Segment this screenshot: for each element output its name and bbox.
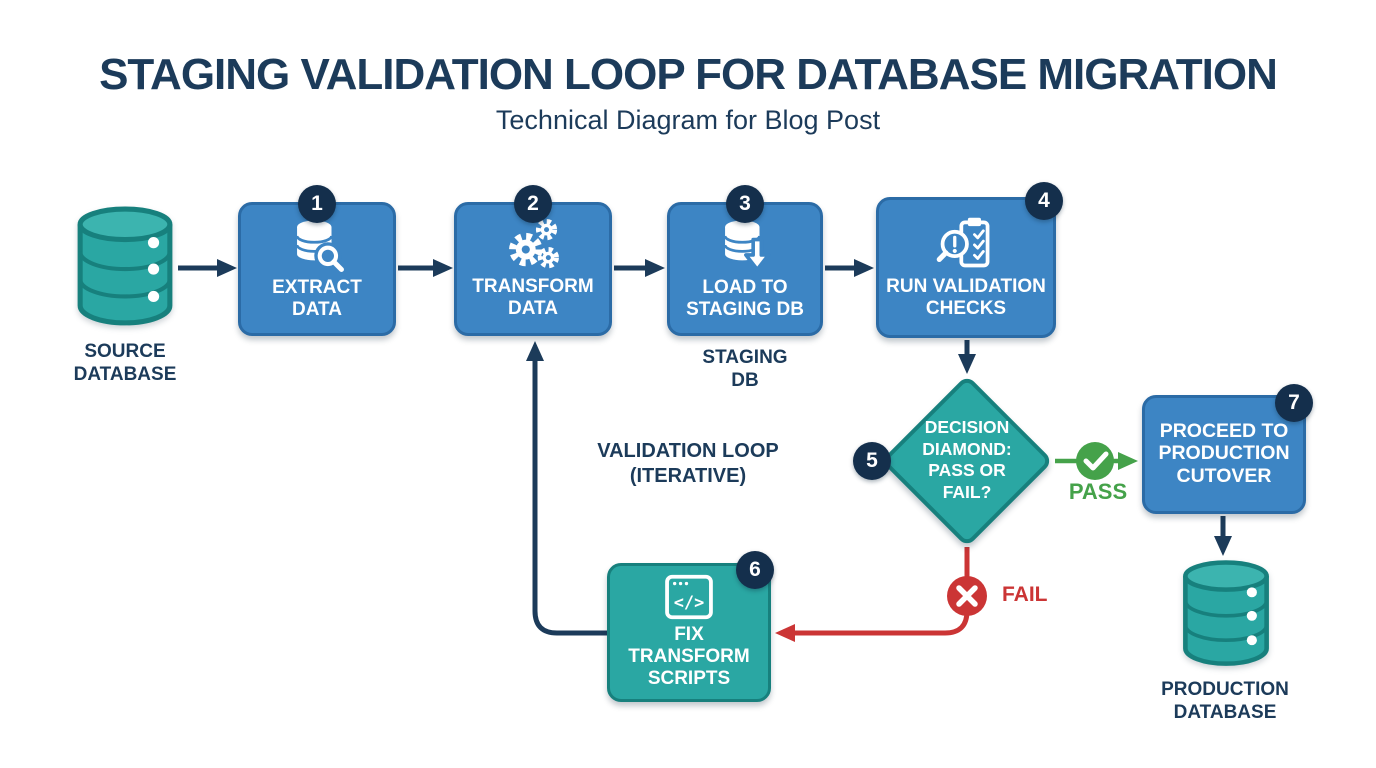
arrow-loop-fix-to-transform	[526, 341, 607, 636]
step-5-badge: 5	[853, 442, 891, 480]
step-3-badge: 3	[726, 185, 764, 223]
step-production-cutover: 7 PROCEED TO PRODUCTION CUTOVER	[1142, 384, 1313, 514]
code-glyph: </>	[674, 592, 704, 612]
page-title: STAGING VALIDATION LOOP FOR DATABASE MIG…	[99, 50, 1278, 99]
step-6-badge: 6	[736, 551, 774, 589]
arrow-fail-to-fix	[775, 547, 970, 642]
step-4-label: RUN VALIDATION CHECKS	[886, 276, 1046, 319]
step-2-label: TRANSFORM DATA	[472, 275, 594, 319]
decision-label: DECISION DIAMOND: PASS OR FAIL?	[922, 417, 1012, 503]
database-icon	[1183, 560, 1269, 666]
database-search-icon	[295, 220, 344, 272]
code-window-icon: </>	[665, 575, 713, 620]
database-icon	[77, 206, 173, 326]
check-circle-icon	[1076, 442, 1114, 480]
step-fix-scripts: 6 </> FIX TRANSFORM SCRIPTS	[607, 551, 774, 702]
x-circle-icon	[947, 576, 987, 616]
page-subtitle: Technical Diagram for Blog Post	[495, 105, 881, 135]
staging-db-label: STAGING DB	[702, 347, 788, 391]
pass-label: PASS	[1068, 479, 1128, 504]
step-2-badge: 2	[514, 185, 552, 223]
step-7-label: PROCEED TO PRODUCTION CUTOVER	[1158, 419, 1290, 487]
step-1-label: EXTRACT DATA	[272, 276, 362, 320]
fail-label: FAIL	[1002, 583, 1048, 606]
step-1-badge: 1	[298, 185, 336, 223]
gears-icon	[509, 218, 559, 268]
step-run-validation: 4 RUN VALIDATION CHECKS	[876, 182, 1063, 338]
step-transform-data: 2 TRANSFORM DATA	[454, 185, 612, 336]
step-4-badge: 4	[1025, 182, 1063, 220]
production-database-label: PRODUCTION DATABASE	[1161, 679, 1289, 723]
database-load-icon	[723, 220, 771, 271]
validation-checklist-icon	[936, 217, 990, 268]
step-load-staging: 3 LOAD TO STAGING DB	[667, 185, 823, 336]
step-6-label: FIX TRANSFORM SCRIPTS	[628, 624, 750, 689]
step-7-badge: 7	[1275, 384, 1313, 422]
source-database-label: SOURCE DATABASE	[73, 341, 177, 385]
validation-loop-label: VALIDATION LOOP (ITERATIVE)	[597, 440, 779, 487]
step-3-label: LOAD TO STAGING DB	[686, 276, 804, 320]
step-extract-data: 1 EXTRACT DATA	[238, 185, 396, 336]
